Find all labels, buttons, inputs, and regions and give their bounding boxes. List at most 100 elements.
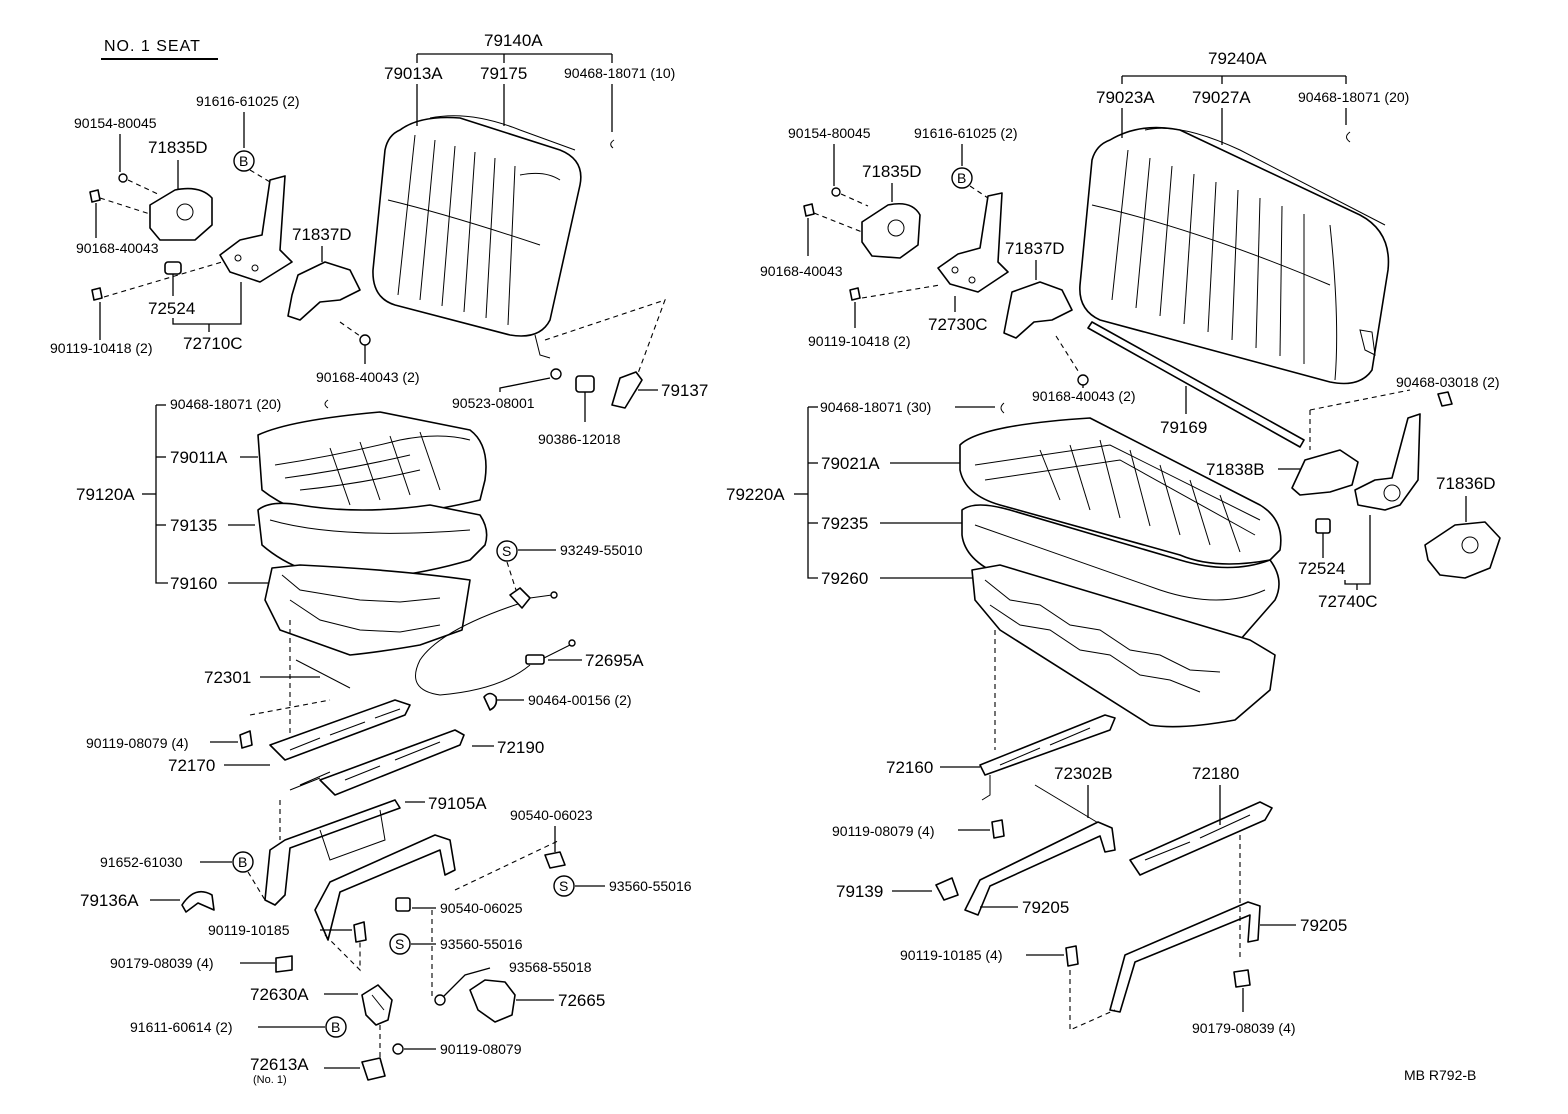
svg-text:S: S (559, 878, 568, 894)
bolt-icon (991, 819, 1005, 839)
label-90179-08039-4-right: 90179-08039 (4) (1192, 1020, 1296, 1036)
label-71837D-right: 71837D (1005, 239, 1065, 258)
label-91616-61025-left: 91616-61025 (2) (196, 93, 300, 109)
marker-s (389, 933, 411, 955)
label-91652-61030: 91652-61030 (100, 854, 183, 870)
bolt-icon (1065, 945, 1079, 967)
label-79140A: 79140A (484, 31, 543, 50)
svg-text:B: B (957, 170, 966, 186)
bolt-icon (359, 334, 371, 346)
screw-icon (91, 287, 103, 301)
knob-79137-icon (611, 371, 643, 409)
label-90523-08001: 90523-08001 (452, 395, 535, 411)
label-79240A: 79240A (1208, 49, 1267, 68)
cover-72665-icon (469, 979, 516, 1023)
clip-icon (1437, 391, 1453, 407)
label-93249-55010: 93249-55010 (560, 542, 643, 558)
label-72524-left: 72524 (148, 299, 195, 318)
label-90119-10185-4-right: 90119-10185 (4) (900, 947, 1002, 963)
label-72301: 72301 (204, 668, 251, 687)
label-90168-40043-2-left: 90168-40043 (2) (316, 369, 420, 385)
clip-icon (1346, 131, 1351, 143)
cover-79136A-icon (181, 890, 215, 913)
label-79139: 79139 (836, 882, 883, 901)
label-93560-55016-a: 93560-55016 (609, 878, 692, 894)
label-93560-55016-b: 93560-55016 (440, 936, 523, 952)
seat-cushion-left (257, 411, 488, 656)
label-71838B: 71838B (1206, 460, 1265, 479)
clip-icon (610, 139, 615, 149)
label-79021A: 79021A (821, 454, 880, 473)
nut-icon (395, 897, 411, 912)
recliner-72630A-icon (361, 984, 393, 1026)
label-72170: 72170 (168, 756, 215, 775)
label-72710C: 72710C (183, 334, 243, 353)
label-79205-b: 79205 (1300, 916, 1347, 935)
bracket-79220A (807, 407, 818, 579)
seat-cushion-right (959, 417, 1282, 728)
washer-icon (434, 994, 446, 1006)
marker-b (325, 1016, 347, 1038)
label-79175: 79175 (480, 64, 527, 83)
collar-72524-icon (164, 261, 182, 275)
label-90154-80045-left: 90154-80045 (74, 115, 157, 131)
label-90154-80045-right: 90154-80045 (788, 125, 871, 141)
label-79260: 79260 (821, 569, 868, 588)
label-93568-55018: 93568-55018 (509, 959, 592, 975)
label-72740C: 72740C (1318, 592, 1378, 611)
label-72180: 72180 (1192, 764, 1239, 783)
label-79235: 79235 (821, 514, 868, 533)
label-79011A: 79011A (170, 448, 228, 467)
cable-72695A (415, 603, 531, 696)
nut-icon (275, 955, 293, 973)
collar-72524-icon (1315, 518, 1331, 534)
label-79023A: 79023A (1096, 88, 1155, 107)
marker-b (951, 167, 973, 189)
seat-track-72180 (1129, 801, 1273, 876)
label-90540-06023: 90540-06023 (510, 807, 593, 823)
marker-b (232, 851, 254, 873)
label-79205-a: 79205 (1022, 898, 1069, 917)
bracket-71838B (1291, 449, 1359, 496)
label-90168-40043-right: 90168-40043 (760, 263, 843, 279)
label-90168-40043-2-right: 90168-40043 (2) (1032, 388, 1136, 404)
cable-clamp-icon (509, 587, 531, 609)
hinge-72710C-left (219, 175, 293, 283)
label-90119-08079-4-right: 90119-08079 (4) (832, 823, 934, 839)
svg-text:B: B (331, 1019, 340, 1035)
svg-text:B: B (238, 854, 247, 870)
label-72613A: 72613A (250, 1055, 309, 1074)
label-90119-10185-left: 90119-10185 (208, 922, 290, 938)
label-79105A: 79105A (428, 794, 487, 813)
label-79120A: 79120A (76, 485, 135, 504)
seat-track-72170 (269, 699, 411, 761)
seat-frame-79105A (264, 799, 401, 906)
label-90468-18071-20-right: 90468-18071 (20) (1298, 89, 1409, 105)
svg-text:S: S (502, 543, 511, 559)
diagram-title: NO. 1 SEAT (104, 38, 201, 55)
bolt-icon (353, 921, 367, 943)
recliner-72740C (1354, 413, 1421, 511)
frame-79205-b (1109, 901, 1261, 1013)
frame-79205-a (964, 821, 1116, 916)
label-90468-18071-20-left: 90468-18071 (20) (170, 396, 281, 412)
clip-icon (483, 692, 498, 711)
label-72302B: 72302B (1054, 764, 1113, 783)
screw-icon (849, 287, 861, 301)
label-72613A-sub: (No. 1) (253, 1074, 287, 1086)
seat-back-right (1079, 126, 1390, 385)
clip-icon (324, 399, 329, 409)
label-72695A: 72695A (585, 651, 644, 670)
label-79137: 79137 (661, 381, 708, 400)
bolt-icon (392, 1043, 404, 1055)
svg-text:B: B (239, 153, 248, 169)
hinge-cover-71835D-right (861, 202, 921, 259)
label-71837D-left: 71837D (292, 225, 352, 244)
washer-icon (550, 368, 562, 380)
marker-b (233, 150, 255, 172)
label-79136A: 79136A (80, 891, 139, 910)
nut-icon (1233, 969, 1251, 988)
seat-back-leader-dashed (544, 299, 666, 396)
label-90464-00156: 90464-00156 (2) (528, 692, 632, 708)
